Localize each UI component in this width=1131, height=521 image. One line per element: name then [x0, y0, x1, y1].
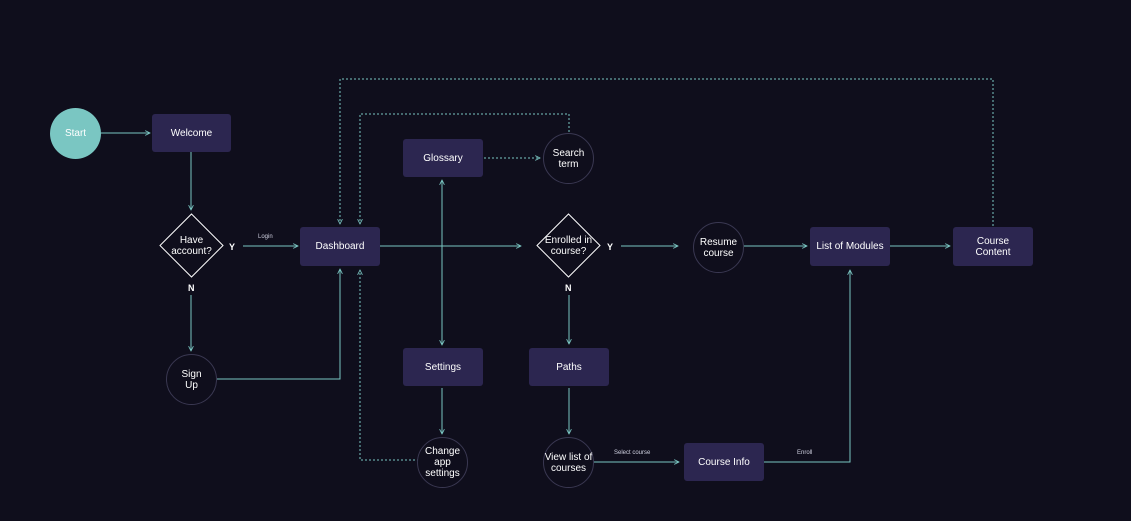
course-info-node: Course Info [684, 443, 764, 481]
paths-label: Paths [556, 361, 582, 373]
start-node: Start [50, 108, 101, 159]
edge-search-dashboard [360, 113, 570, 224]
sign-up-node: Sign Up [166, 354, 217, 405]
edge-content-dashboard [340, 78, 994, 226]
list-of-modules-node: List of Modules [810, 227, 890, 266]
course-info-label: Course Info [698, 456, 750, 468]
edge-signup-dashboard [217, 269, 340, 380]
course-content-node: Course Content [953, 227, 1033, 266]
search-term-node: Search term [543, 133, 594, 184]
view-list-courses-node: View list of courses [543, 437, 594, 488]
enrolled-yes-label: Y [607, 242, 614, 252]
glossary-node: Glossary [403, 139, 483, 177]
have-account-no-label: N [188, 283, 195, 293]
enrolled-no-label: N [565, 283, 572, 293]
list-of-modules-label: List of Modules [816, 241, 884, 252]
resume-course-node: Resume course [693, 222, 744, 273]
paths-node: Paths [529, 348, 609, 386]
edge-courseinfo-modules [764, 270, 850, 463]
enrolled-label: Enrolled in course? [544, 234, 593, 257]
have-account-label: Have account? [171, 234, 212, 257]
settings-node: Settings [403, 348, 483, 386]
login-edge-label: Login [258, 234, 273, 240]
edge-change-dashboard [360, 270, 419, 461]
change-app-settings-node: Change app settings [417, 437, 468, 488]
welcome-label: Welcome [170, 127, 213, 139]
enrolled-decision: Enrolled in course? [536, 213, 601, 278]
dashboard-node: Dashboard [300, 227, 380, 266]
select-course-edge-label: Select course [614, 450, 651, 456]
dashboard-label: Dashboard [315, 241, 365, 252]
glossary-label: Glossary [423, 152, 463, 164]
have-account-yes-label: Y [229, 242, 236, 252]
enroll-edge-label: Enroll [797, 450, 813, 456]
settings-label: Settings [424, 361, 462, 373]
start-label: Start [64, 128, 87, 139]
have-account-decision: Have account? [159, 213, 224, 278]
welcome-node: Welcome [152, 114, 231, 152]
